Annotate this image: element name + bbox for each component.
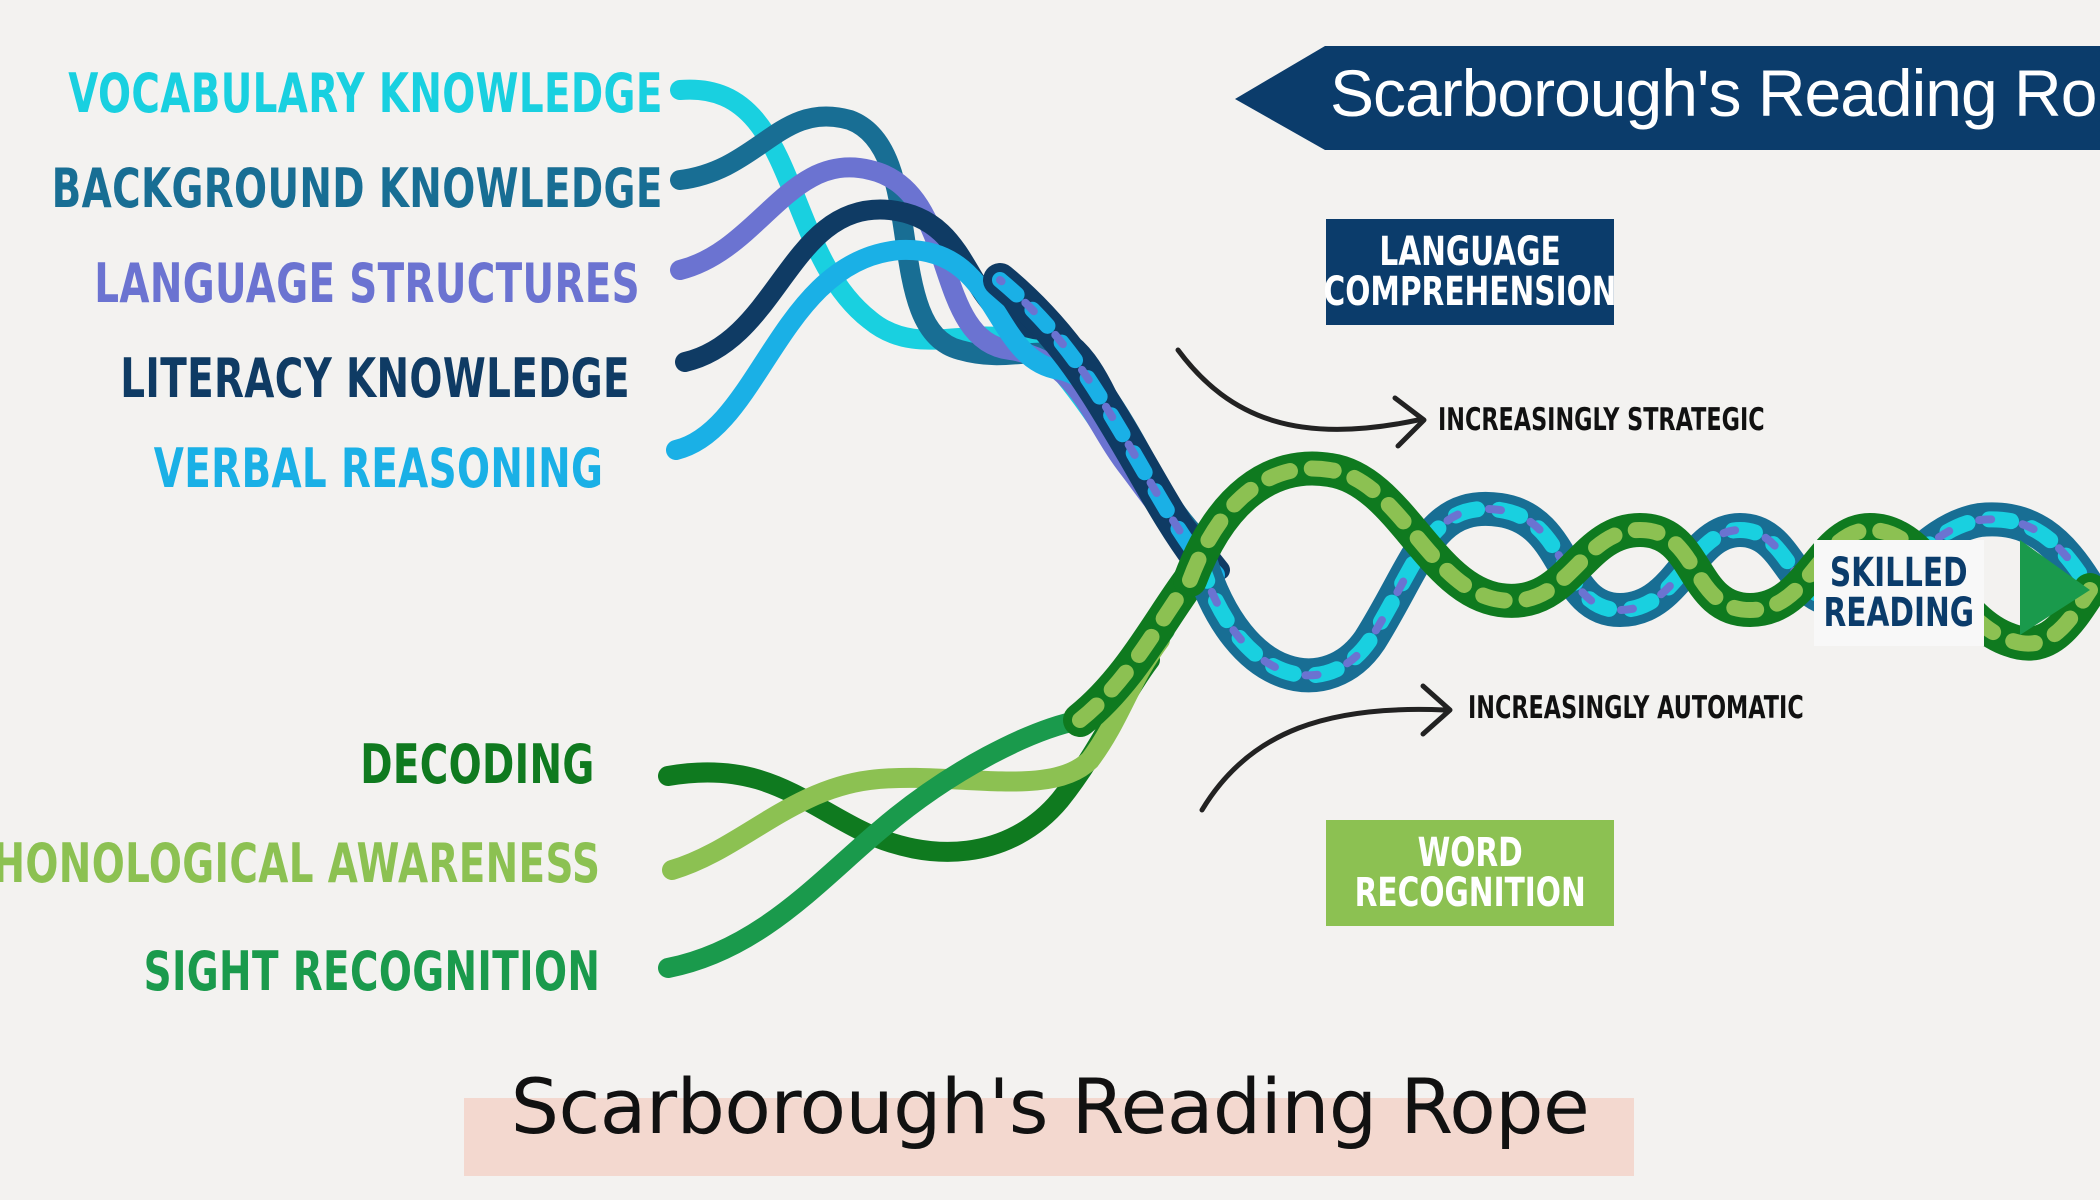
language-comprehension-braid [983, 263, 1217, 577]
label-literacy-knowledge: LITERACY KNOWLEDGE [120, 347, 630, 410]
caption: Scarborough's Reading Rope [510, 1062, 1590, 1151]
word-recognition-box: WORD RECOGNITION [1326, 820, 1614, 926]
label-verbal-reasoning: VERBAL REASONING [153, 437, 603, 500]
word-recognition-braid [1063, 563, 1207, 737]
automatic-label: INCREASINGLY AUTOMATIC [1468, 690, 1804, 726]
helix-language-rope [1183, 491, 2100, 693]
label-phonological-awareness: PHONOLOGICAL AWARENESS [0, 832, 600, 895]
automatic-arrow [1199, 706, 1448, 813]
word-recognition-label: WORD RECOGNITION [1354, 830, 1586, 916]
language-comprehension-strands [666, 79, 1230, 585]
title-banner-arrow [1235, 46, 2100, 150]
strategic-arrowhead [1392, 395, 1427, 449]
label-sight-recognition: SIGHT RECOGNITION [143, 940, 600, 1003]
skilled-reading-label: SKILLED READING [1823, 550, 1975, 636]
label-decoding: DECODING [360, 733, 595, 796]
strand-sight-recognition [658, 620, 1175, 978]
caption-highlight [464, 1098, 1634, 1176]
strand-phonological-awareness [662, 630, 1170, 880]
strand-decoding [658, 650, 1160, 862]
label-background-knowledge: BACKGROUND KNOWLEDGE [51, 157, 663, 220]
label-vocabulary-knowledge: VOCABULARY KNOWLEDGE [68, 62, 663, 125]
language-comprehension-label: LANGUAGE COMPREHENSION [1323, 229, 1617, 315]
skilled-reading-box: SKILLED READING [1814, 540, 1984, 646]
strategic-arrow [1175, 347, 1421, 432]
automatic-arrowhead [1420, 683, 1453, 737]
word-recognition-strands [658, 620, 1175, 978]
label-language-structures: LANGUAGE STRUCTURES [94, 252, 640, 315]
rope-end-fringe [2020, 540, 2090, 635]
strategic-label: INCREASINGLY STRATEGIC [1438, 402, 1765, 438]
strand-background-knowledge [670, 106, 1210, 550]
language-comprehension-box: LANGUAGE COMPREHENSION [1323, 219, 1617, 325]
banner-title: Scarborough's Reading Rope [1330, 56, 2100, 130]
